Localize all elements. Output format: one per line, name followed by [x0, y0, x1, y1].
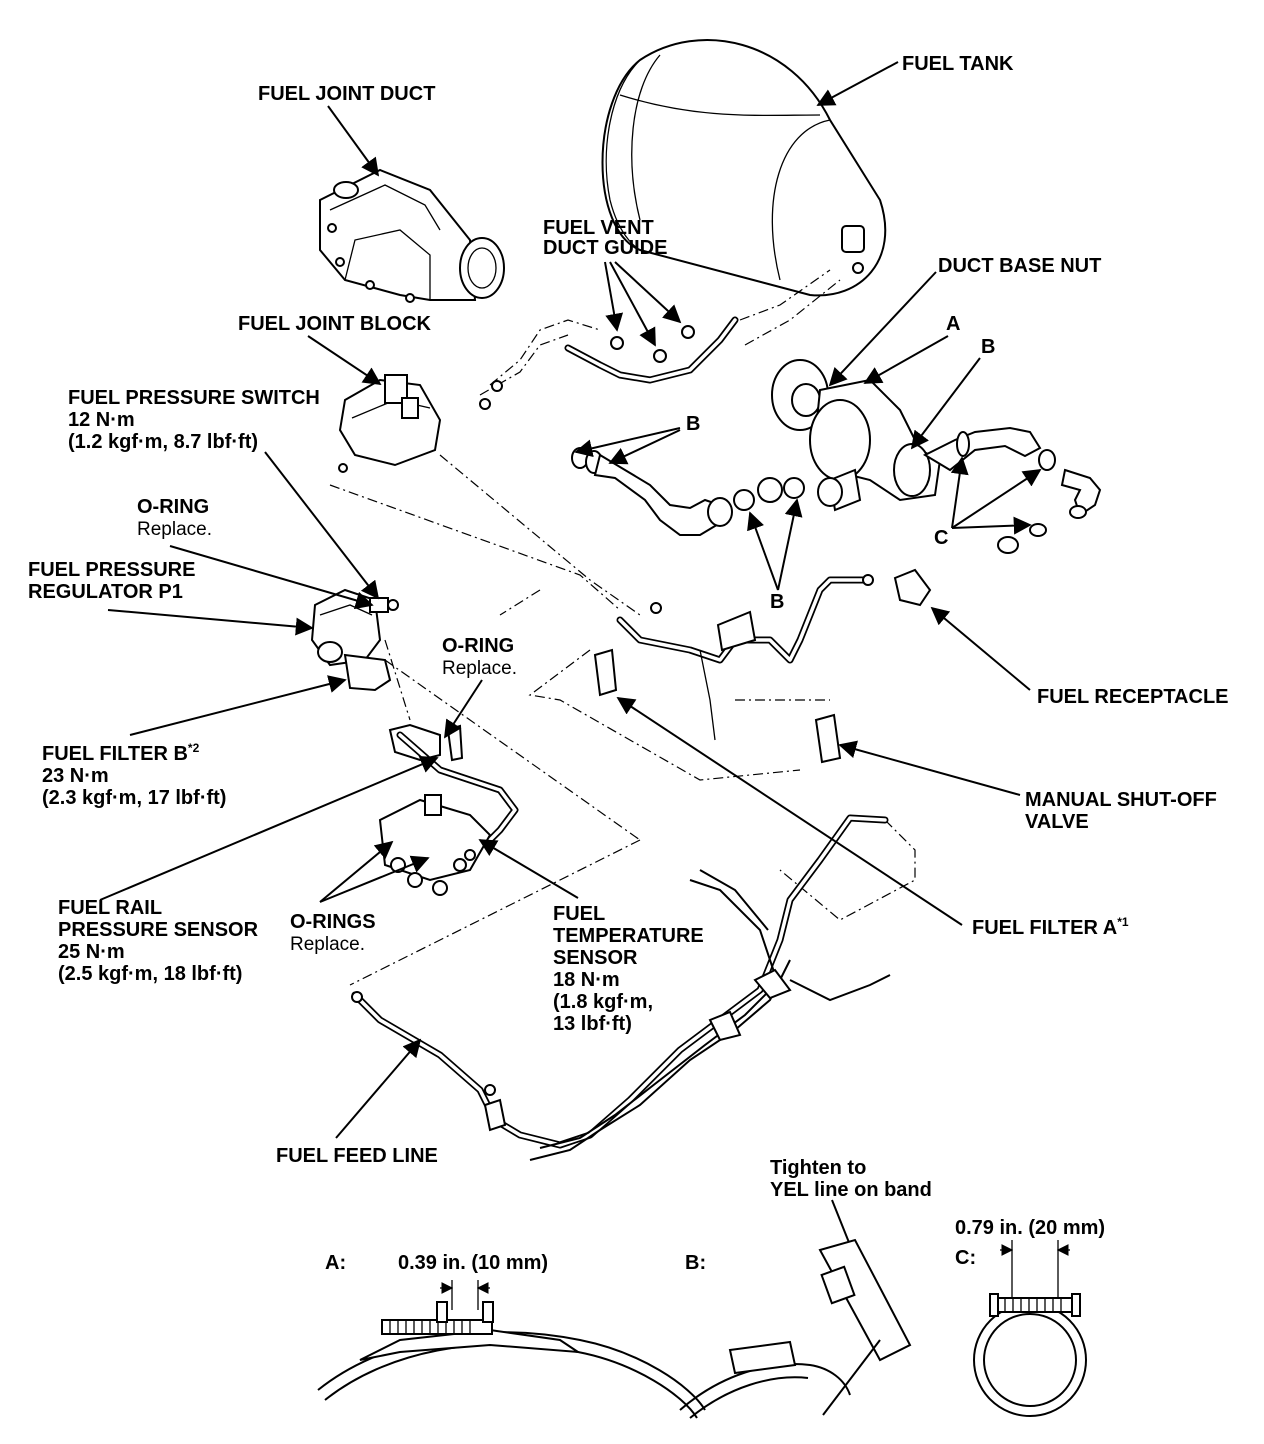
- leader-o-ring-top: [169, 545, 374, 610]
- label-fuel-feed-line: FUEL FEED LINE: [276, 1145, 438, 1167]
- leader-b-right: [910, 357, 981, 450]
- duct-base-assembly: [771, 359, 942, 512]
- leader-vent-guide-2: [609, 261, 656, 347]
- label-rail-sensor-torque: 25 N·m: [58, 941, 125, 963]
- label-filter-b-text: FUEL FILTER B: [42, 743, 188, 765]
- leader-b-mid-1: [747, 511, 779, 591]
- label-fuel-filter-a: FUEL FILTER A*1: [972, 915, 1129, 939]
- detail-c: C: 0.79 in. (20 mm): [955, 1217, 1105, 1417]
- label-fuel-filter-a-sup: *1: [1117, 915, 1129, 929]
- leader-b-left-1: [574, 427, 681, 458]
- leader-manual-shutoff: [838, 740, 1021, 796]
- leader-o-ring-mid: [444, 679, 483, 739]
- fuel-tank: [601, 39, 887, 297]
- fuel-rail-sensor-block: [378, 794, 492, 896]
- label-o-ring-top-note: Replace.: [137, 519, 212, 540]
- leader-o-rings-2: [319, 855, 430, 903]
- label-duct-base-nut: DUCT BASE NUT: [938, 255, 1101, 277]
- label-callout-c: C: [934, 527, 948, 549]
- label-temp-sensor-alt-2: 13 lbf·ft): [553, 1013, 632, 1035]
- detail-c-dimension: 0.79 in. (20 mm): [955, 1217, 1105, 1239]
- connection-dash-lines: [329, 454, 916, 986]
- vent-hose-left: [571, 447, 805, 536]
- fuel-joint-duct: [319, 168, 505, 303]
- detail-a-dimension: 0.39 in. (10 mm): [398, 1252, 548, 1274]
- leader-a: [863, 335, 949, 384]
- vent-hose-right: [922, 426, 1102, 554]
- label-regulator-1: FUEL PRESSURE: [28, 559, 195, 581]
- leader-duct-base-nut: [828, 271, 937, 387]
- leader-fuel-joint-block: [307, 335, 382, 385]
- fuel-receptacle-lines: [593, 568, 932, 764]
- label-regulator-2: REGULATOR P1: [28, 581, 183, 603]
- leader-c-2: [951, 469, 1042, 529]
- leader-fuel-joint-duct: [327, 105, 380, 177]
- leader-c-3: [951, 516, 1032, 535]
- label-pressure-switch-torque-alt: (1.2 kgf·m, 8.7 lbf·ft): [68, 431, 258, 453]
- label-o-ring-top: O-RING: [137, 496, 209, 518]
- label-temp-sensor-alt-1: (1.8 kgf·m,: [553, 991, 653, 1013]
- label-o-rings: O-RINGS: [290, 911, 376, 933]
- label-temp-sensor-torque: 18 N·m: [553, 969, 620, 991]
- label-o-ring-mid: O-RING: [442, 635, 514, 657]
- leader-fuel-receptacle: [930, 606, 1031, 691]
- leader-c-1: [950, 456, 969, 529]
- detail-b-note-1: Tighten to: [770, 1157, 866, 1179]
- label-filter-b: FUEL FILTER B*2: [42, 741, 200, 765]
- label-temp-sensor-3: SENSOR: [553, 947, 638, 969]
- fuel-feed-line: [351, 814, 891, 1161]
- detail-a-label: A:: [325, 1252, 346, 1274]
- label-manual-shutoff-1: MANUAL SHUT-OFF: [1025, 789, 1217, 811]
- leader-fuel-feed-line: [335, 1038, 422, 1139]
- label-callout-a: A: [946, 313, 960, 335]
- label-filter-b-sup: *2: [188, 741, 200, 755]
- label-fuel-receptacle: FUEL RECEPTACLE: [1037, 686, 1229, 708]
- label-pressure-switch: FUEL PRESSURE SWITCH: [68, 387, 320, 409]
- leader-vent-guide-3: [614, 261, 682, 324]
- leader-arrows: [99, 61, 1042, 1139]
- label-rail-sensor-1: FUEL RAIL: [58, 897, 162, 919]
- label-rail-sensor-torque-alt: (2.5 kgf·m, 18 lbf·ft): [58, 963, 242, 985]
- detail-a: A: 0.39 in. (10 mm): [317, 1252, 706, 1419]
- label-temp-sensor-2: TEMPERATURE: [553, 925, 704, 947]
- label-fuel-filter-a-text: FUEL FILTER A: [972, 917, 1117, 939]
- leader-temp-sensor: [478, 839, 579, 899]
- label-callout-b-left: B: [686, 413, 700, 435]
- label-filter-b-torque: 23 N·m: [42, 765, 109, 787]
- label-callout-b-right: B: [981, 336, 995, 358]
- vent-duct-lines: [479, 269, 841, 410]
- label-fuel-vent-2: DUCT GUIDE: [543, 237, 667, 259]
- fuel-joint-block: [338, 374, 442, 473]
- label-o-ring-mid-note: Replace.: [442, 658, 517, 679]
- fuel-pressure-regulator: [310, 588, 399, 692]
- leader-b-mid-2: [777, 498, 803, 591]
- labels: FUEL TANK FUEL JOINT DUCT FUEL VENT DUCT…: [28, 53, 1229, 1167]
- detail-c-label: C:: [955, 1247, 976, 1269]
- label-temp-sensor-1: FUEL: [553, 903, 605, 925]
- detail-b-note-2: YEL line on band: [770, 1179, 932, 1201]
- detail-b-label: B:: [685, 1252, 706, 1274]
- leader-o-rings-1: [319, 840, 394, 903]
- detail-b: B: Tighten to YEL line on band: [679, 1157, 932, 1419]
- label-manual-shutoff-2: VALVE: [1025, 811, 1089, 833]
- leader-filter-b: [129, 675, 347, 736]
- leader-vent-guide-1: [604, 261, 624, 332]
- label-fuel-joint-duct: FUEL JOINT DUCT: [258, 83, 435, 105]
- label-fuel-joint-block: FUEL JOINT BLOCK: [238, 313, 432, 335]
- label-fuel-vent-1: FUEL VENT: [543, 217, 654, 239]
- leader-regulator: [107, 609, 314, 636]
- leader-b-left-2: [608, 429, 681, 465]
- label-callout-b-mid: B: [770, 591, 784, 613]
- leader-pressure-switch: [264, 451, 380, 600]
- label-rail-sensor-2: PRESSURE SENSOR: [58, 919, 259, 941]
- leader-fuel-tank: [816, 61, 899, 106]
- label-fuel-tank: FUEL TANK: [902, 53, 1014, 75]
- label-pressure-switch-torque: 12 N·m: [68, 409, 135, 431]
- leader-rail-sensor: [99, 755, 439, 901]
- label-filter-b-torque-alt: (2.3 kgf·m, 17 lbf·ft): [42, 787, 226, 809]
- label-o-rings-note: Replace.: [290, 934, 365, 955]
- leader-fuel-filter-a: [616, 697, 963, 926]
